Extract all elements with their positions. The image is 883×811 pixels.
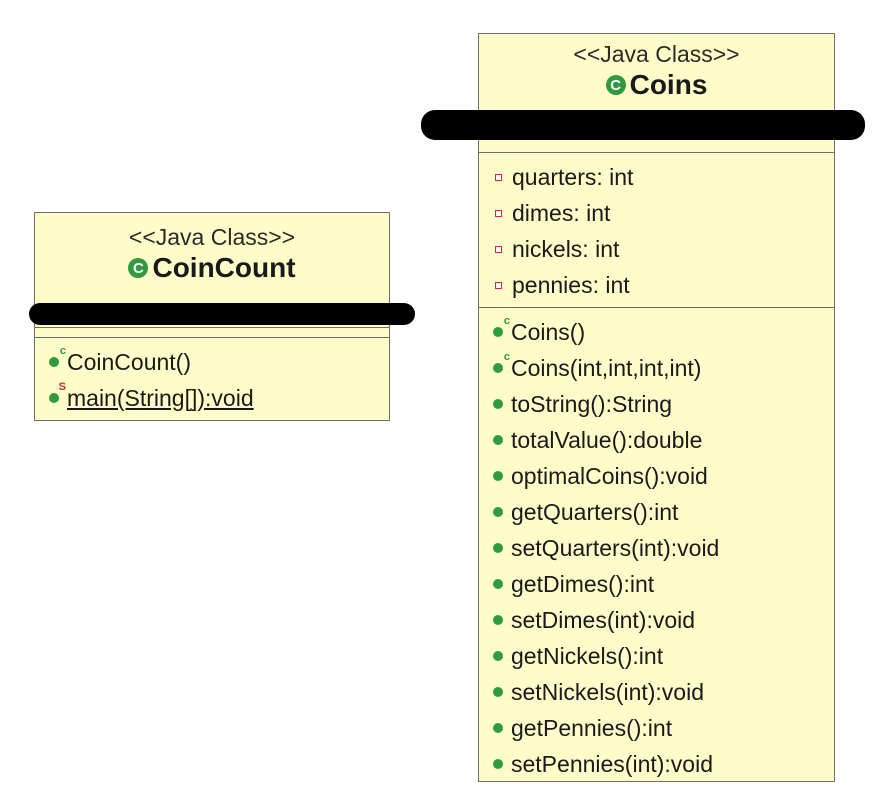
public-method-icon bbox=[493, 759, 503, 769]
attribute-label: dimes: int bbox=[512, 199, 611, 226]
operation-label: getNickels():int bbox=[511, 642, 664, 669]
operation-row[interactable]: getNickels():int bbox=[479, 638, 834, 674]
redaction-mark bbox=[29, 303, 415, 325]
operation-row[interactable]: getDimes():int bbox=[479, 566, 834, 602]
attribute-row[interactable]: nickels: int bbox=[479, 231, 834, 267]
operation-label: Coins() bbox=[511, 318, 586, 345]
class-box-coins[interactable]: <<Java Class>> C Coins quarters: int dime… bbox=[421, 33, 865, 782]
attribute-compartment bbox=[35, 327, 389, 337]
class-name-row: C Coins bbox=[479, 68, 834, 102]
operation-row[interactable]: optimalCoins():void bbox=[479, 458, 834, 494]
class-name-row: C CoinCount bbox=[35, 251, 389, 285]
stereotype-label: <<Java Class>> bbox=[573, 41, 740, 67]
class-header: <<Java Class>> C Coins bbox=[421, 34, 865, 152]
public-method-icon bbox=[493, 687, 503, 697]
operation-label: setNickels(int):void bbox=[511, 678, 704, 705]
operation-label: totalValue():double bbox=[511, 426, 703, 453]
private-field-icon bbox=[495, 281, 502, 289]
operation-row[interactable]: setQuarters(int):void bbox=[479, 530, 834, 566]
operation-label: setPennies(int):void bbox=[511, 750, 713, 777]
operation-row[interactable]: setDimes(int):void bbox=[479, 602, 834, 638]
constructor-icon: c bbox=[49, 346, 66, 367]
public-method-icon bbox=[493, 507, 503, 517]
class-name: CoinCount bbox=[152, 252, 296, 283]
operation-label: getDimes():int bbox=[511, 570, 655, 597]
static-modifier-icon: S bbox=[58, 381, 66, 393]
attribute-label: pennies: int bbox=[512, 271, 630, 298]
attribute-compartment: quarters: int dimes: int nickels: int penni… bbox=[479, 152, 834, 307]
class-icon: C bbox=[605, 75, 626, 95]
public-method-icon bbox=[493, 579, 503, 589]
operation-row[interactable]: getPennies():int bbox=[479, 710, 834, 746]
private-field-icon bbox=[495, 209, 502, 217]
operation-label: optimalCoins():void bbox=[511, 462, 708, 489]
private-field-icon bbox=[495, 245, 502, 253]
constructor-icon: c bbox=[493, 352, 510, 373]
redaction-mark bbox=[421, 110, 865, 140]
constructor-modifier-icon: c bbox=[59, 345, 66, 357]
operation-row[interactable]: setPennies(int):void bbox=[479, 746, 834, 782]
public-method-icon bbox=[493, 543, 503, 553]
class-header: <<Java Class>> C CoinCount bbox=[29, 213, 415, 325]
attribute-row[interactable]: quarters: int bbox=[479, 159, 834, 195]
constructor-modifier-icon: c bbox=[503, 315, 510, 327]
attribute-row[interactable]: dimes: int bbox=[479, 195, 834, 231]
operation-row[interactable]: setNickels(int):void bbox=[479, 674, 834, 710]
operation-row[interactable]: toString():String bbox=[479, 386, 834, 422]
operation-row[interactable]: getQuarters():int bbox=[479, 494, 834, 530]
public-method-icon bbox=[493, 399, 503, 409]
private-field-icon bbox=[495, 173, 502, 181]
operation-label: main(String[]):void bbox=[67, 384, 254, 411]
class-name: Coins bbox=[629, 69, 708, 100]
stereotype-label: <<Java Class>> bbox=[128, 224, 296, 250]
constructor-icon: c bbox=[493, 316, 510, 337]
static-method-icon: S bbox=[49, 382, 66, 403]
operation-label: Coins(int,int,int,int) bbox=[511, 354, 702, 381]
public-method-icon bbox=[493, 471, 503, 481]
operation-label: toString():String bbox=[511, 390, 673, 417]
public-method-icon bbox=[493, 723, 503, 733]
public-method-icon bbox=[493, 435, 503, 445]
operation-label: getPennies():int bbox=[511, 714, 673, 741]
operation-label: setDimes(int):void bbox=[511, 606, 696, 633]
operation-row[interactable]: totalValue():double bbox=[479, 422, 834, 458]
constructor-modifier-icon: c bbox=[503, 351, 510, 363]
operation-label: setQuarters(int):void bbox=[511, 534, 720, 561]
attribute-label: nickels: int bbox=[512, 235, 620, 262]
public-method-icon bbox=[493, 615, 503, 625]
attribute-row[interactable]: pennies: int bbox=[479, 267, 834, 303]
class-icon: C bbox=[128, 258, 149, 278]
operation-label: CoinCount() bbox=[67, 348, 191, 375]
public-method-icon bbox=[493, 651, 503, 661]
attribute-label: quarters: int bbox=[512, 163, 634, 190]
operation-label: getQuarters():int bbox=[511, 498, 679, 525]
